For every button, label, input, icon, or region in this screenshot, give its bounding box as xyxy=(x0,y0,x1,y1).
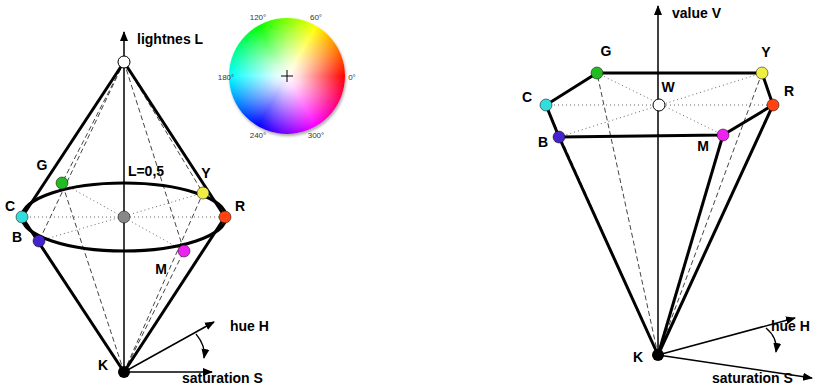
cone-label: C xyxy=(5,199,15,214)
hue-angle-label: 120° xyxy=(250,14,267,23)
cone-label: R xyxy=(784,84,794,99)
cone-label: C xyxy=(522,90,532,105)
cone-label: L=0,5 xyxy=(128,164,164,179)
wheel-crosshair xyxy=(229,18,345,134)
hue-angle-label: 0° xyxy=(348,74,356,83)
hue-angle-label: 60° xyxy=(310,14,322,23)
cone-label: M xyxy=(155,262,167,277)
cone-label: lightnes L xyxy=(137,32,203,47)
cone-label: G xyxy=(601,44,612,59)
cone-label: Y xyxy=(201,166,210,181)
cone-label: saturation S xyxy=(182,371,263,386)
cone-label: hue H xyxy=(230,319,269,334)
hue-angle-label: 240° xyxy=(250,132,267,141)
cone-label: B xyxy=(538,135,548,150)
cone-label: B xyxy=(12,230,22,245)
cone-label: K xyxy=(98,358,108,373)
cone-label: G xyxy=(37,158,48,173)
hue-wheel xyxy=(229,18,345,134)
cone-label: W xyxy=(661,80,674,95)
cone-label: saturation S xyxy=(712,371,793,386)
hue-angle-label: 180° xyxy=(218,74,235,83)
cone-label: value V xyxy=(672,6,721,21)
cone-label: M xyxy=(697,139,709,154)
cone-label: hue H xyxy=(771,319,810,334)
cone-label: K xyxy=(633,350,643,365)
cone-label: Y xyxy=(761,45,770,60)
hue-angle-label: 300° xyxy=(308,132,325,141)
cone-label: R xyxy=(235,199,245,214)
